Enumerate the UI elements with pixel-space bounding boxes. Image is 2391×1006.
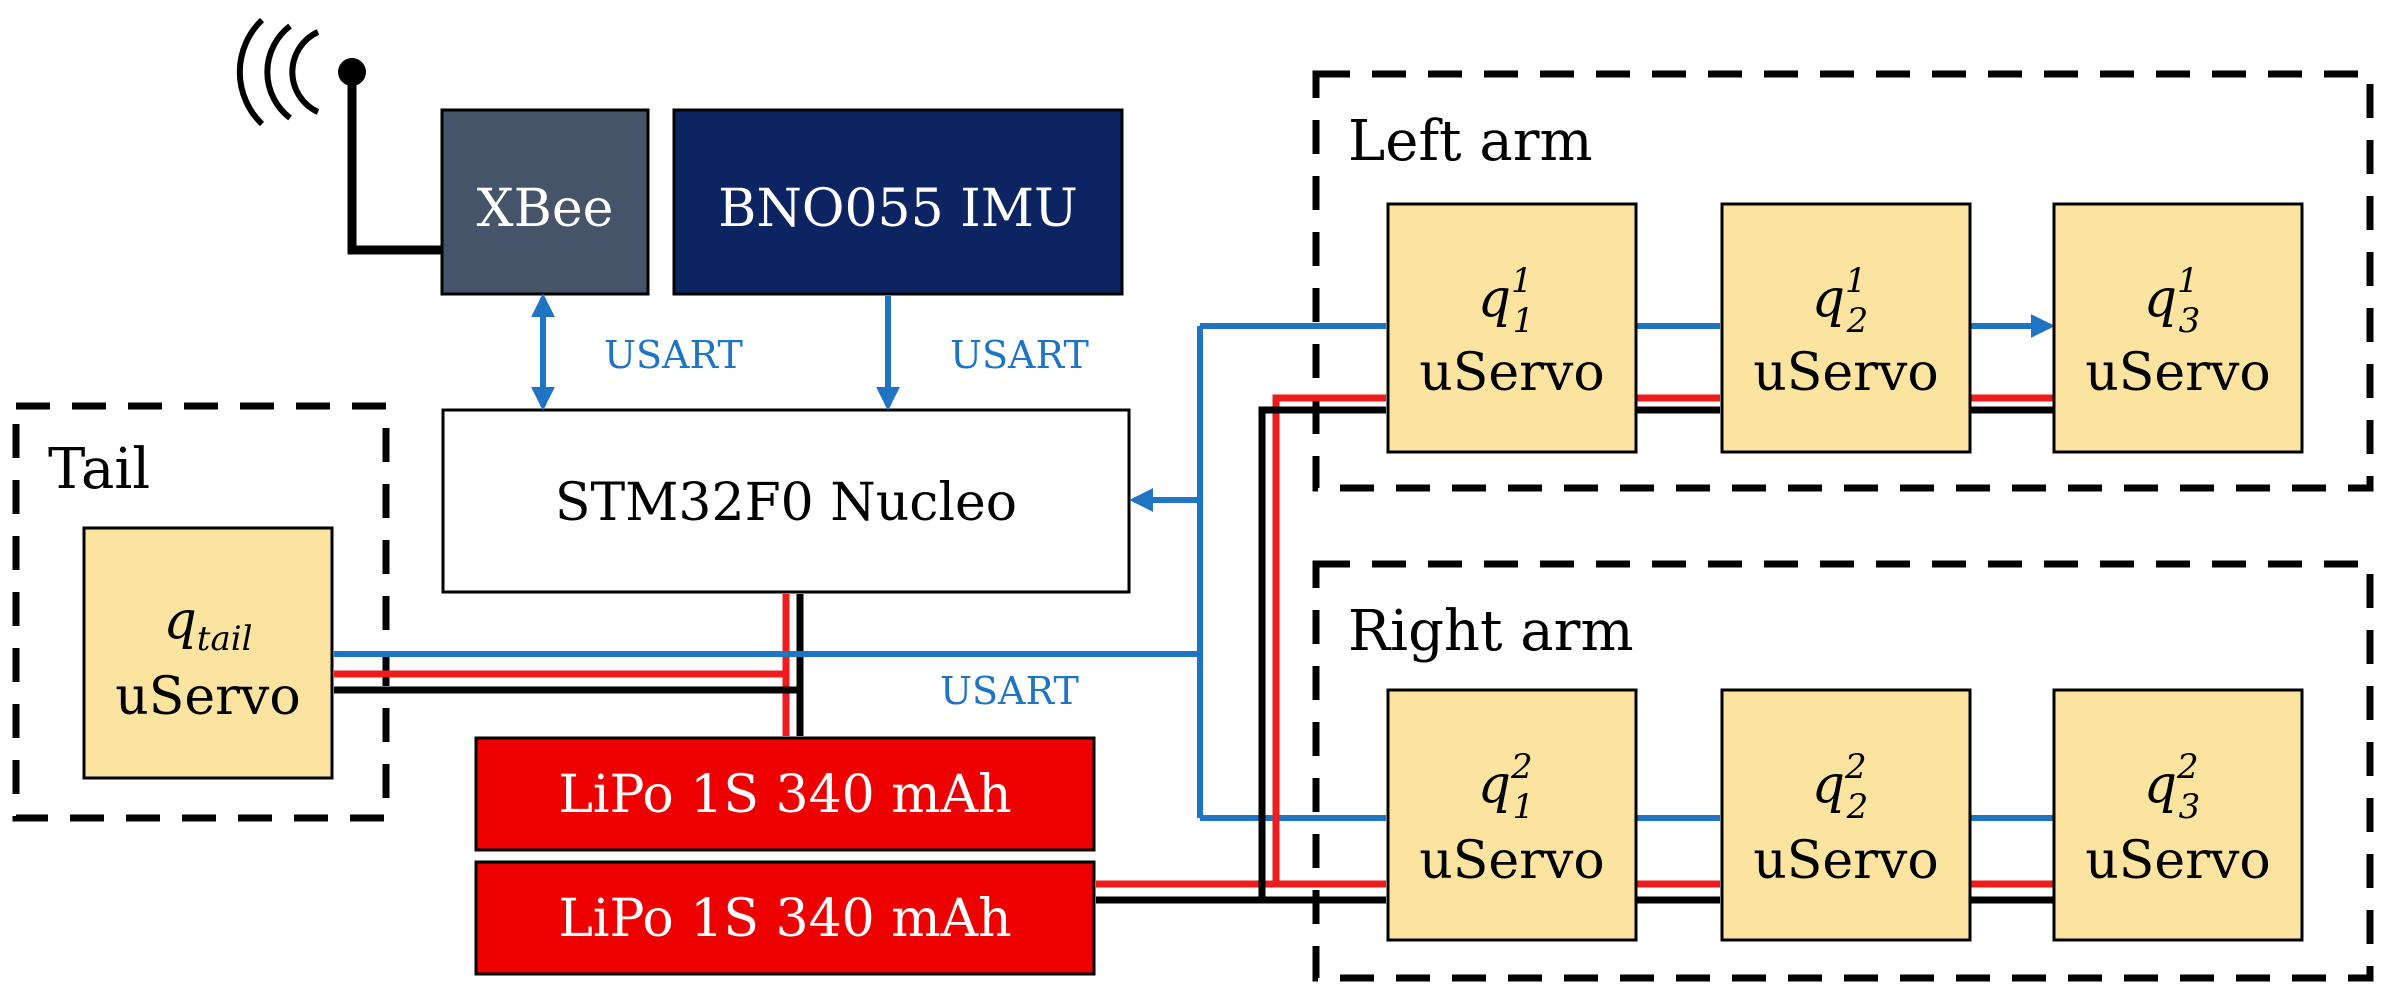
servo-usart-label: USART (940, 669, 1079, 713)
xbee-module: XBee (440, 108, 650, 296)
battery-1: LiPo 1S 340 mAh (474, 736, 1096, 852)
imu-usart-label: USART (950, 333, 1089, 377)
right-arm-servo-1-type: uServo (1419, 831, 1604, 891)
left-arm-servo-3-type: uServo (2085, 343, 2270, 403)
tail-servo-symbol: qtail (164, 591, 253, 659)
arm-power-line (1096, 394, 1386, 888)
xbee-label: XBee (477, 179, 614, 239)
right-arm-servo-3-type: uServo (2085, 831, 2270, 891)
right-arm-group-frame (1312, 560, 2374, 982)
xbee-usart-label: USART (604, 333, 743, 377)
right-arm-group-label: Right arm (1348, 599, 1634, 664)
arm-ground-line (1096, 406, 1386, 904)
imu-module: BNO055 IMU (672, 108, 1124, 296)
battery-1-label: LiPo 1S 340 mAh (558, 765, 1011, 825)
mcu-label: STM32F0 Nucleo (555, 473, 1017, 533)
tail-group-label: Tail (48, 437, 150, 502)
tail-servo-type: uServo (115, 667, 300, 727)
battery-2-label: LiPo 1S 340 mAh (558, 889, 1011, 949)
left-arm-group-label: Left arm (1348, 109, 1593, 174)
left-arm-servo-1-type: uServo (1419, 343, 1604, 403)
left-arm-group-frame (1312, 70, 2374, 492)
right-arm-servo-2-type: uServo (1753, 831, 1938, 891)
tail-group-frame (12, 402, 390, 822)
tail-servo: qtail uServo (82, 526, 334, 780)
battery-2: LiPo 1S 340 mAh (474, 860, 1096, 976)
left-arm-servo-2-type: uServo (1753, 343, 1938, 403)
mcu-board: STM32F0 Nucleo (441, 408, 1131, 594)
imu-label: BNO055 IMU (718, 179, 1078, 239)
tail-power-line (334, 594, 790, 678)
antenna-icon (236, 17, 442, 255)
